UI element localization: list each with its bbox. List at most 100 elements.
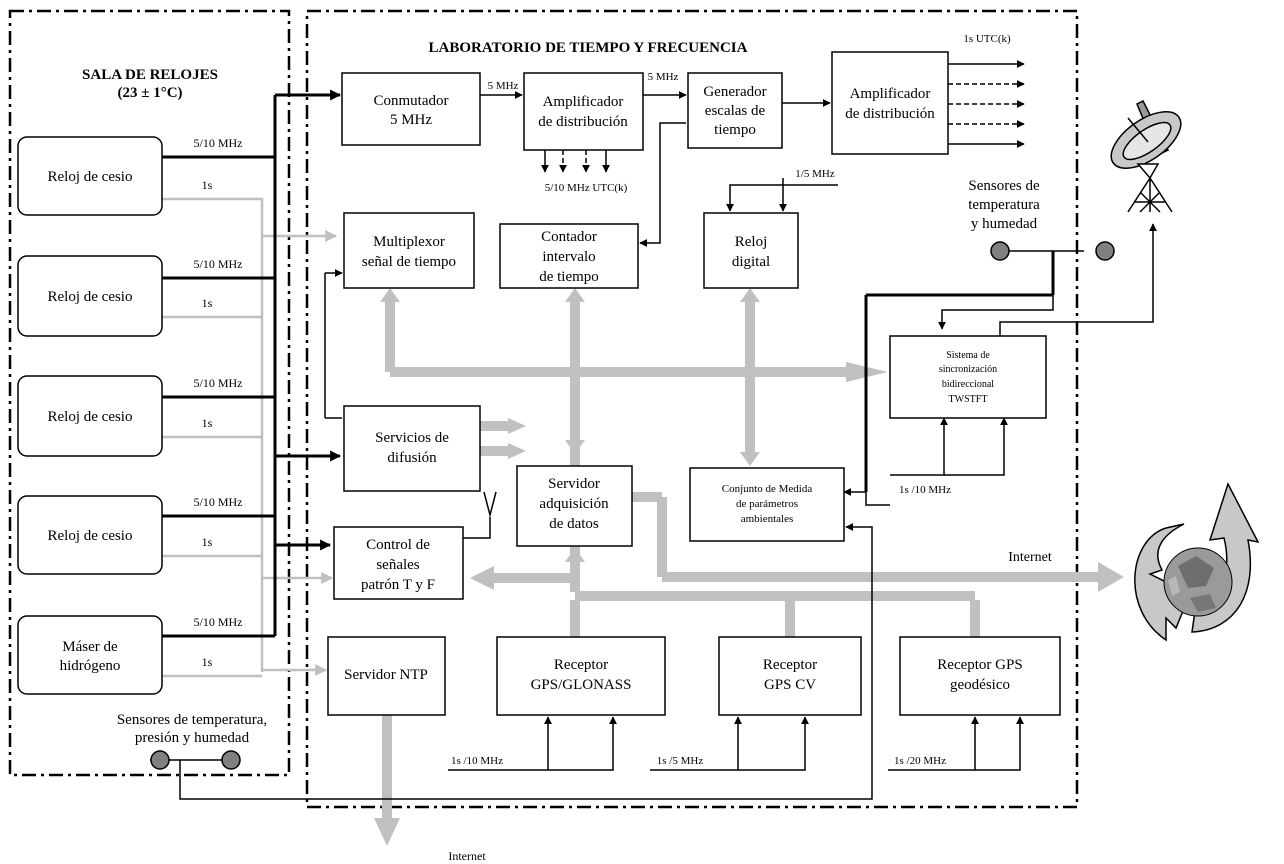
box-label: geodésico <box>950 677 1010 693</box>
box-label: señal de tiempo <box>362 254 456 270</box>
sensors-label: y humedad <box>971 216 1038 232</box>
sensor-icon <box>150 750 170 770</box>
clock-output-labels: 5/10 MHz 1s 5/10 MHz 1s 5/10 MHz 1s 5/10… <box>194 136 243 669</box>
pps-label: 1s <box>202 535 213 549</box>
clock-label: Reloj de cesio <box>48 169 133 185</box>
box-label: de parámetros <box>736 498 798 510</box>
clock-label: Reloj de cesio <box>48 409 133 425</box>
freq-label: 5/10 MHz <box>194 615 243 629</box>
generator-box: Generador escalas de tiempo <box>687 72 783 149</box>
box-label: adquisición <box>539 496 609 512</box>
freq-label: 5/10 MHz <box>194 136 243 150</box>
clock-box: Reloj de cesio <box>17 255 163 337</box>
digital-clock-box: Reloj digital <box>703 212 799 289</box>
pps-label: 1s <box>202 178 213 192</box>
box-label: Reloj <box>735 234 768 250</box>
box-label: Conjunto de Medida <box>722 483 813 495</box>
sensors-label: temperatura <box>968 197 1040 213</box>
clock-box: Reloj de cesio <box>17 375 163 457</box>
lab-border <box>305 9 1079 809</box>
globe-icon <box>1134 482 1260 642</box>
box-label: Servidor <box>548 476 600 492</box>
box-label: Control de <box>366 537 430 553</box>
box-label: TWSTFT <box>949 394 988 405</box>
pps-label: 1s <box>202 416 213 430</box>
box-label: Receptor GPS <box>937 657 1022 673</box>
box-label: Servidor NTP <box>344 667 428 683</box>
amplifier-box: Amplificador de distribución <box>523 72 644 151</box>
signal-label: 1s /10 MHz <box>899 484 951 496</box>
box-label: GPS CV <box>764 677 816 693</box>
ntp-box: Servidor NTP <box>327 636 446 716</box>
pps-label: 1s <box>202 655 213 669</box>
signal-label: 1s /20 MHz <box>894 755 946 767</box>
box-label: bidireccional <box>942 379 994 390</box>
signal-label: 1s UTC(k) <box>963 33 1011 45</box>
lab-sensors <box>990 241 1115 261</box>
internet-label: Internet <box>1008 550 1052 565</box>
pps-label: 1s <box>202 296 213 310</box>
freq-label: 5/10 MHz <box>194 257 243 271</box>
clock-label: Reloj de cesio <box>48 289 133 305</box>
box-label: Generador <box>703 84 766 100</box>
clock-room-title: SALA DE RELOJES <box>82 67 218 83</box>
signal-label: 1/5 MHz <box>795 168 835 180</box>
box-label: Servicios de <box>375 430 449 446</box>
lab-title: LABORATORIO DE TIEMPO Y FRECUENCIA <box>429 40 748 56</box>
freq-label: 5/10 MHz <box>194 495 243 509</box>
twstft-box: Sistema de sincronización bidireccional … <box>889 335 1047 419</box>
box-label: Receptor <box>763 657 817 673</box>
conmutador-box: Conmutador 5 MHz <box>341 72 481 146</box>
internet-label: Internet <box>448 849 486 863</box>
clock-label: Reloj de cesio <box>48 528 133 544</box>
box-label: difusión <box>387 450 437 466</box>
box-label: digital <box>732 254 770 270</box>
measurement-box: Conjunto de Medida de parámetros ambient… <box>689 467 845 542</box>
clock-room-sensors: Sensores de temperatura, presión y humed… <box>117 712 267 770</box>
clock-room-border <box>8 9 291 777</box>
box-label: Conmutador <box>374 93 449 109</box>
counter-box: Contador intervalo de tiempo <box>499 223 639 289</box>
signal-label: 5 MHz <box>488 80 519 92</box>
clock-label: Máser de <box>62 639 118 655</box>
box-label: 5 MHz <box>390 112 432 128</box>
box-label: sincronización <box>939 364 997 375</box>
box-label: Receptor <box>554 657 608 673</box>
sensor-icon <box>990 241 1010 261</box>
freq-label: 5/10 MHz <box>194 376 243 390</box>
sensor-icon <box>1095 241 1115 261</box>
box-label: de datos <box>549 516 599 532</box>
gps-geodetic-box: Receptor GPS geodésico <box>899 636 1061 716</box>
services-box: Servicios de difusión <box>343 405 481 492</box>
signal-lines <box>150 60 1157 800</box>
signal-label: 1s /5 MHz <box>657 755 704 767</box>
clock-room-subtitle: (23 ± 1°C) <box>117 85 182 101</box>
gps-cv-box: Receptor GPS CV <box>718 636 862 716</box>
box-label: Contador <box>541 229 597 245</box>
box-label: tiempo <box>714 122 756 138</box>
box-label: Sistema de <box>946 350 990 361</box>
clock-box: Reloj de cesio <box>17 136 163 216</box>
signal-label: 1s /10 MHz <box>451 755 503 767</box>
box-label: de distribución <box>538 114 628 130</box>
box-label: GPS/GLONASS <box>531 677 632 693</box>
box-label: Multiplexor <box>373 234 445 250</box>
lab-labels: 5 MHz 5 MHz 1s UTC(k) 5/10 MHz UTC(k) 1/… <box>448 33 1052 863</box>
box-label: ambientales <box>741 513 794 525</box>
sensors-label: Sensores de temperatura, <box>117 712 267 728</box>
signal-label: 5/10 MHz UTC(k) <box>545 182 628 194</box>
data-server-box: Servidor adquisición de datos <box>516 465 633 547</box>
sensors-label: Sensores de <box>968 178 1040 194</box>
box-label: Amplificador <box>850 86 931 102</box>
clock-box: Reloj de cesio <box>17 495 163 575</box>
sensor-icon <box>221 750 241 770</box>
sensors-label: presión y humedad <box>135 730 250 746</box>
maser-box: Máser de hidrógeno <box>17 615 163 695</box>
box-label: de distribución <box>845 106 935 122</box>
control-box: Control de señales patrón T y F <box>333 526 464 600</box>
amplifier-box: Amplificador de distribución <box>831 51 949 155</box>
box-label: de tiempo <box>539 269 599 285</box>
clock-label: hidrógeno <box>60 658 121 674</box>
satellite-dish-icon <box>1110 99 1182 213</box>
